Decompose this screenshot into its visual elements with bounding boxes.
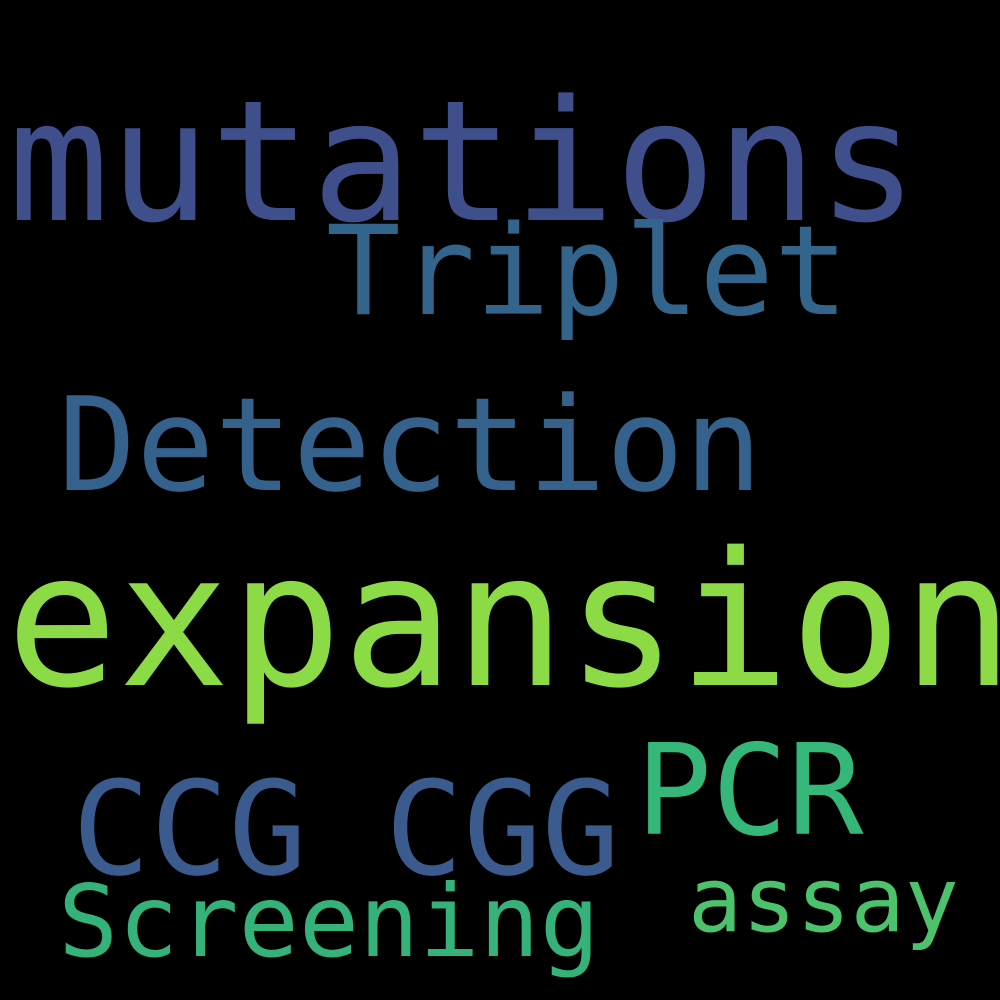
word-pcr: PCR: [636, 717, 864, 864]
word-screening: Screening: [58, 863, 600, 980]
word-triplet: Triplet: [326, 200, 849, 344]
word-ccg-cgg: CCG CGG: [72, 753, 620, 905]
word-assay: assay: [688, 848, 959, 953]
word-detection: Detection: [58, 369, 763, 521]
word-mutations: mutations: [8, 64, 919, 260]
word-expansion: expansion: [6, 512, 1000, 729]
